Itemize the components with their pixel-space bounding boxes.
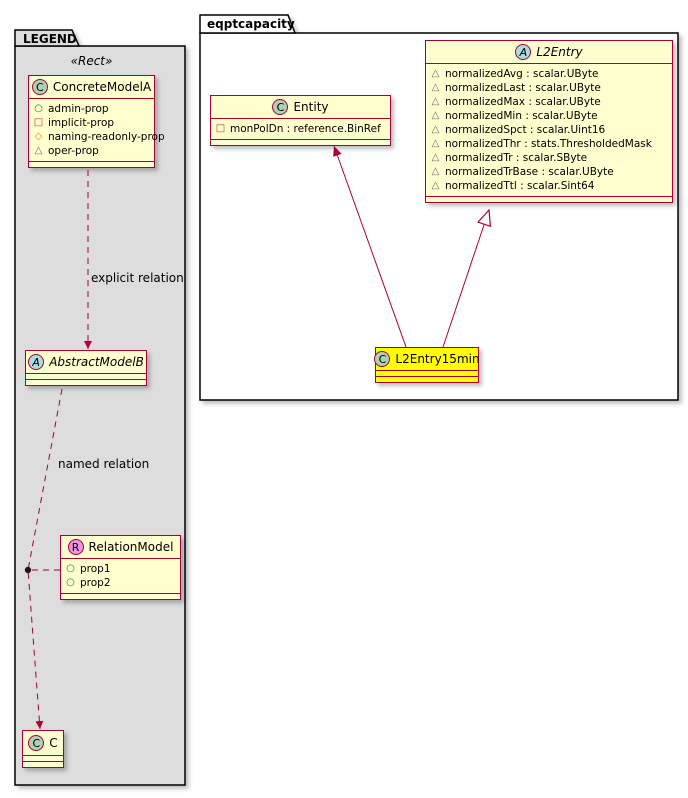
class-header: A AbstractModelB: [26, 351, 146, 374]
triangle-icon: [430, 125, 441, 135]
property-row: prop1: [65, 562, 176, 576]
class-badge-icon: C: [374, 351, 391, 367]
property-row: implicit-prop: [33, 116, 150, 130]
property-label: naming-readonly-prop: [48, 131, 165, 143]
abstract-badge-icon: A: [28, 354, 45, 370]
relation-badge-icon: R: [67, 539, 84, 555]
stereotype-rect: «Rect»: [70, 54, 113, 68]
property-row: normalizedTrBase : scalar.UByte: [430, 165, 668, 179]
property-label: normalizedThr : stats.ThresholdedMask: [445, 138, 652, 150]
square-icon: [215, 124, 226, 134]
edge-label-named-relation: named relation: [58, 457, 150, 471]
fields-section: prop1 prop2: [61, 559, 180, 593]
property-row: normalizedMin : scalar.UByte: [430, 109, 668, 123]
class-header: R RelationModel: [61, 536, 180, 559]
class-box-c: C C: [22, 730, 64, 768]
class-name: Entity: [293, 100, 329, 114]
property-row: admin-prop: [33, 102, 150, 116]
property-row: normalizedSpct : scalar.Uint16: [430, 123, 668, 137]
fields-section: monPolDn : reference.BinRef: [211, 119, 390, 139]
class-badge-icon: C: [31, 79, 48, 95]
property-label: normalizedTtl : scalar.Sint64: [445, 180, 595, 192]
property-row: normalizedAvg : scalar.UByte: [430, 67, 668, 81]
class-box-entity: C Entity monPolDn : reference.BinRef: [210, 95, 391, 146]
methods-section-empty: [376, 376, 478, 382]
class-name: L2Entry15min: [395, 352, 480, 366]
property-label: normalizedLast : scalar.UByte: [445, 82, 601, 94]
triangle-icon: [430, 153, 441, 163]
class-header: C Entity: [211, 96, 390, 119]
dependency-arrow-named: [27, 388, 63, 730]
package-title-legend: LEGEND: [23, 32, 77, 46]
class-box-relationmodel: R RelationModel prop1 prop2: [60, 535, 181, 600]
property-label: normalizedMax : scalar.UByte: [445, 96, 601, 108]
triangle-icon: [430, 97, 441, 107]
relation-anchor-dot: [24, 566, 32, 574]
property-row: monPolDn : reference.BinRef: [215, 122, 386, 136]
methods-section-empty: [26, 379, 146, 385]
class-box-concretemodela: C ConcreteModelA admin-prop implicit-pro…: [28, 75, 165, 168]
class-header: C L2Entry15min: [374, 348, 480, 371]
class-badge-icon: C: [272, 99, 289, 115]
association-arrow-entity: [333, 145, 407, 348]
class-badge-icon: C: [28, 735, 45, 751]
property-label: admin-prop: [48, 103, 109, 115]
class-header: C C: [23, 731, 63, 756]
property-label: monPolDn : reference.BinRef: [230, 123, 381, 135]
triangle-icon: [430, 139, 441, 149]
circle-icon: [33, 104, 44, 114]
property-row: normalizedTr : scalar.SByte: [430, 151, 668, 165]
package-title-eqptcapacity: eqptcapacity: [207, 17, 295, 31]
methods-section-empty: [29, 161, 154, 167]
class-name: ConcreteModelA: [52, 80, 152, 94]
property-row: normalizedTtl : scalar.Sint64: [430, 179, 668, 193]
property-row: normalizedThr : stats.ThresholdedMask: [430, 137, 668, 151]
generalization-arrow-l2entry: [442, 210, 489, 348]
property-label: normalizedAvg : scalar.UByte: [445, 68, 599, 80]
class-box-l2entry: A L2Entry normalizedAvg : scalar.UByte n…: [425, 40, 673, 203]
diamond-icon: [33, 132, 44, 142]
triangle-icon: [430, 181, 441, 191]
class-box-abstractmodelb: A AbstractModelB: [25, 350, 147, 386]
methods-section-empty: [23, 761, 63, 767]
property-row: normalizedMax : scalar.UByte: [430, 95, 668, 109]
class-header: C ConcreteModelA: [29, 76, 154, 99]
property-row: oper-prop: [33, 144, 150, 158]
circle-icon: [65, 564, 76, 574]
class-box-l2entry15min: C L2Entry15min: [374, 347, 480, 383]
edge-label-explicit-relation: explicit relation: [91, 271, 184, 285]
property-label: oper-prop: [48, 145, 99, 157]
property-row: normalizedLast : scalar.UByte: [430, 81, 668, 95]
triangle-icon: [430, 69, 441, 79]
class-header: A L2Entry: [426, 41, 672, 64]
methods-section-empty: [426, 196, 672, 202]
methods-section-empty: [211, 139, 390, 145]
property-label: implicit-prop: [48, 117, 115, 129]
property-label: normalizedTr : scalar.SByte: [445, 152, 588, 164]
triangle-icon: [430, 83, 441, 93]
class-name: RelationModel: [88, 540, 174, 554]
fields-section: admin-prop implicit-prop naming-readonly…: [29, 99, 165, 161]
class-name: L2Entry: [536, 45, 583, 59]
property-label: normalizedMin : scalar.UByte: [445, 110, 598, 122]
triangle-icon: [430, 111, 441, 121]
abstract-badge-icon: A: [515, 44, 532, 60]
triangle-icon: [430, 167, 441, 177]
property-row: naming-readonly-prop: [33, 130, 165, 144]
property-row: prop2: [65, 576, 176, 590]
methods-section-empty: [61, 593, 180, 599]
class-name: AbstractModelB: [49, 355, 144, 369]
square-icon: [33, 118, 44, 128]
property-label: normalizedSpct : scalar.Uint16: [445, 124, 606, 136]
property-label: normalizedTrBase : scalar.UByte: [445, 166, 614, 178]
property-label: prop1: [80, 563, 111, 575]
property-label: prop2: [80, 577, 111, 589]
circle-icon: [65, 578, 76, 588]
triangle-icon: [33, 146, 44, 156]
fields-section: normalizedAvg : scalar.UByte normalizedL…: [426, 64, 672, 196]
class-name: C: [49, 736, 58, 750]
